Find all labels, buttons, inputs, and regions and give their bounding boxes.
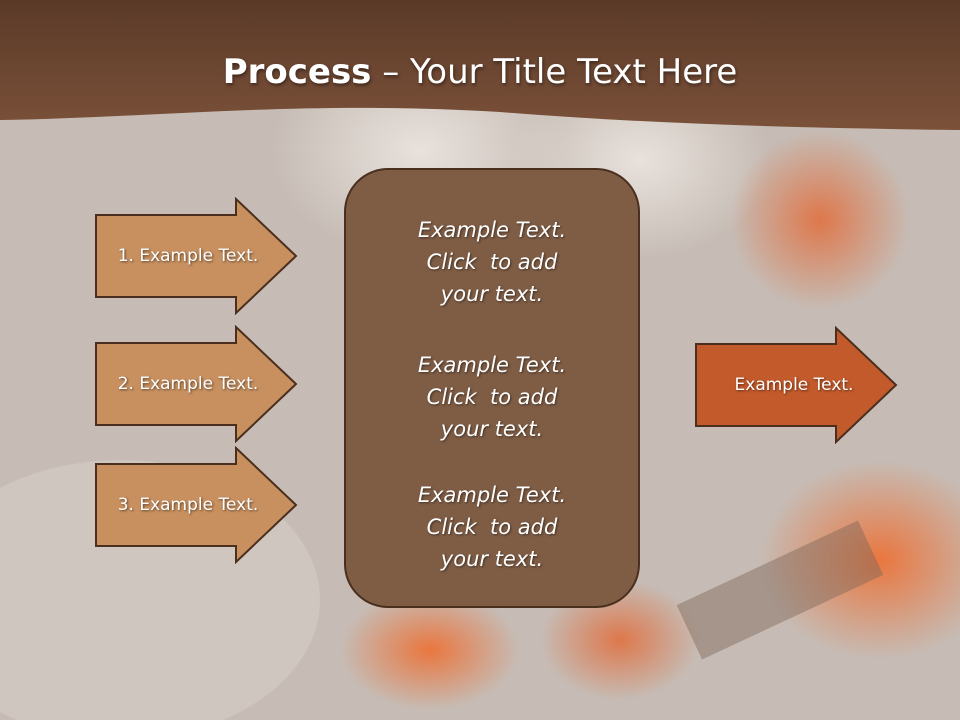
process-text-line: Example Text. [417,353,567,377]
header-band [0,0,960,130]
process-box[interactable]: Example Text. Click to add your text. Ex… [344,168,640,608]
process-text-1[interactable]: Example Text. Click to add your text. [346,214,638,310]
process-text-line: Click to add [426,385,558,409]
input-arrow-label: 1. Example Text. [117,246,259,266]
slide-title[interactable]: Process – Your Title Text Here [0,52,960,92]
right-arrow-shape [95,325,298,443]
process-text-line: your text. [440,417,544,441]
input-arrow-1[interactable]: 1. Example Text. [94,197,300,315]
process-text-line: Example Text. [417,483,567,507]
right-arrow-shape [95,197,298,315]
process-text-2[interactable]: Example Text. Click to add your text. [346,349,638,445]
output-arrow-label: Example Text. [734,375,854,395]
process-text-line: Click to add [426,250,558,274]
right-arrow-shape [695,326,898,444]
input-arrow-2[interactable]: 2. Example Text. [94,325,300,443]
title-bold: Process [222,52,372,92]
process-text-3[interactable]: Example Text. Click to add your text. [346,479,638,575]
input-arrow-label: 2. Example Text. [117,374,259,394]
process-text-line: your text. [440,282,544,306]
process-text-line: Click to add [426,515,558,539]
right-arrow-shape [95,446,298,564]
input-arrow-label: 3. Example Text. [117,495,259,515]
process-text-line: Example Text. [417,218,567,242]
title-rest: – Your Title Text Here [371,52,738,92]
output-arrow[interactable]: Example Text. [694,326,900,444]
process-text-line: your text. [440,547,544,571]
input-arrow-3[interactable]: 3. Example Text. [94,446,300,564]
